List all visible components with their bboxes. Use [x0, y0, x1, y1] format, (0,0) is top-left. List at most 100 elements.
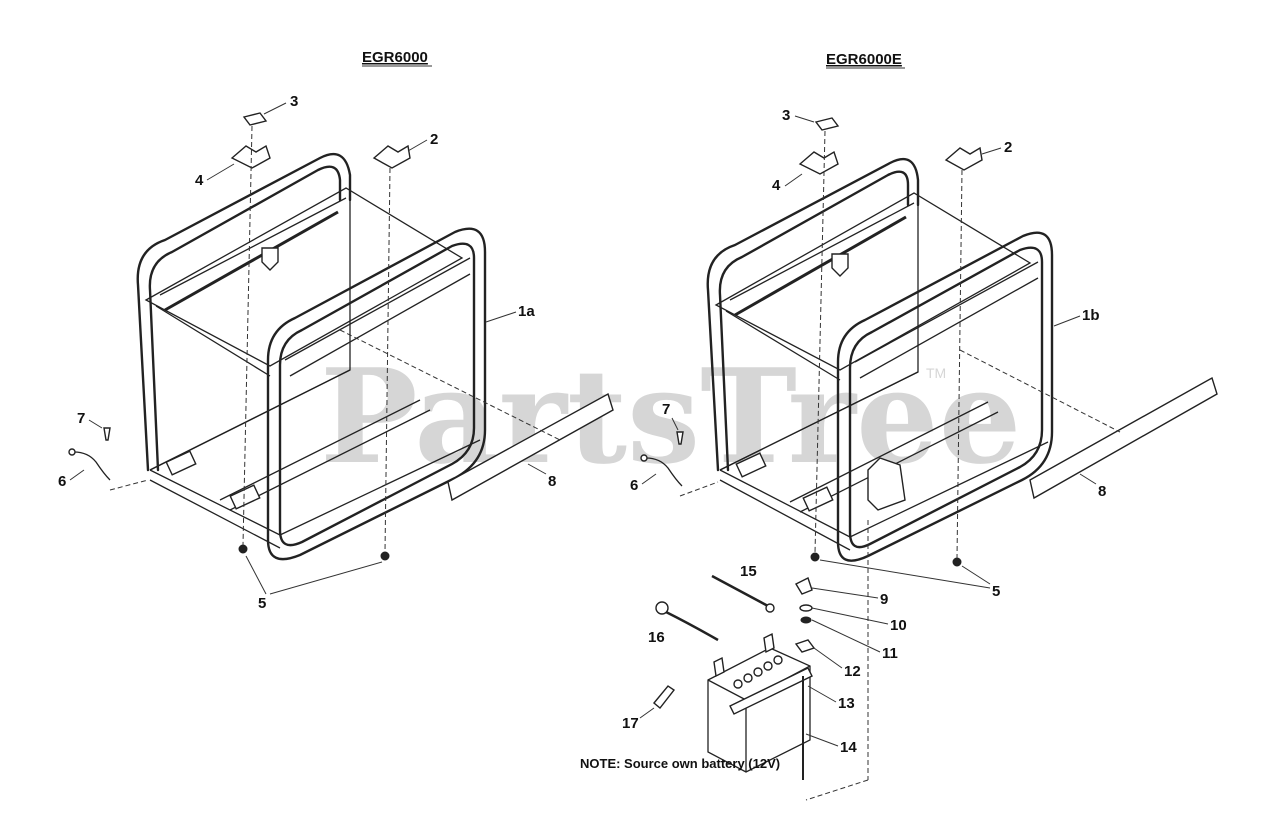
right-frame-back-loop [706, 157, 920, 472]
right-leader-5a [819, 559, 991, 589]
left-align-line-a [242, 125, 253, 546]
right-base [719, 371, 1049, 551]
watermark-text: PartsTree [320, 340, 1021, 493]
right-align-line-6 [679, 481, 719, 497]
right-mount-foot-1 [735, 452, 767, 478]
right-align-line-a [814, 130, 826, 554]
left-callout-4: 4 [195, 172, 204, 189]
right-callout-11: 11 [882, 645, 898, 662]
right-part-16-boot [655, 601, 669, 615]
right-callout-15: 15 [740, 563, 757, 580]
battery-cell-1 [733, 679, 743, 689]
right-top-bracket [831, 253, 849, 277]
right-leader-11 [811, 619, 881, 653]
right-mount-foot-2 [802, 486, 834, 512]
right-leader-4 [784, 173, 803, 187]
right-callout-13: 13 [838, 695, 855, 712]
right-callout-17: 17 [622, 715, 639, 732]
left-frame-assembly [136, 152, 487, 561]
right-top-crossbar [734, 215, 907, 317]
left-leader-5a [245, 555, 267, 595]
left-callouts: 3 2 4 1a 7 6 8 5 [58, 93, 556, 612]
battery-cell-3 [753, 667, 763, 677]
left-part-5-nut-a [238, 544, 248, 554]
left-frame-back-loop [136, 152, 352, 472]
battery-note: NOTE: Source own battery (12V) [580, 756, 780, 771]
right-align-line-b [956, 169, 963, 559]
right-align-line-8 [959, 349, 1121, 433]
battery-terminal-pos [763, 632, 775, 654]
right-part-15-cable [711, 574, 769, 608]
left-base [149, 369, 481, 549]
left-leader-5b [269, 561, 383, 595]
left-leader-8 [527, 463, 547, 475]
left-part-6-cable [73, 451, 111, 481]
left-top-rail [144, 187, 464, 367]
right-leader-14 [805, 733, 839, 747]
right-leader-17 [639, 707, 655, 719]
left-align-line-b [384, 167, 391, 553]
right-part-6-cable [645, 457, 683, 487]
right-leader-12 [813, 647, 843, 669]
left-frame-back-loop-inner [148, 165, 342, 472]
right-callout-8: 8 [1098, 483, 1106, 500]
right-part-9-wingnut [795, 577, 813, 595]
left-model-title: EGR6000 [362, 49, 428, 66]
right-callout-6: 6 [630, 477, 638, 494]
battery-assembly [653, 574, 816, 780]
right-frame-back-loop-inner [718, 170, 910, 472]
right-part-12-plate [794, 639, 816, 653]
left-part-4-isolator [230, 144, 271, 169]
left-align-line-6 [109, 479, 149, 491]
right-part-5-nut-b [952, 557, 962, 567]
right-part-15-end [765, 603, 775, 613]
left-part-8-strip [447, 392, 614, 502]
right-callout-2: 2 [1004, 139, 1012, 156]
right-part-3-plate [814, 117, 840, 131]
battery-terminal-neg [713, 656, 725, 678]
right-part-17-tag [653, 685, 676, 710]
right-callout-9: 9 [880, 591, 888, 608]
left-hardware [68, 112, 614, 561]
left-callout-5: 5 [258, 595, 266, 612]
watermark-tm: TM [926, 365, 946, 381]
right-callout-14: 14 [840, 739, 857, 756]
left-leader-4 [206, 163, 235, 181]
right-callouts: 3 2 4 1b 7 6 8 5 15 9 10 16 11 12 13 17 … [622, 107, 1106, 756]
right-leader-5b [961, 565, 991, 585]
right-leader-10 [811, 607, 889, 625]
right-frame-front-loop-inner [848, 246, 1044, 549]
battery-cell-5 [773, 655, 783, 665]
right-align-line-battery-2 [805, 779, 869, 801]
right-part-10-washer [799, 604, 813, 612]
left-leader-3 [263, 102, 287, 115]
right-leader-13 [807, 685, 837, 703]
right-callout-12: 12 [844, 663, 861, 680]
left-frame-front-loop-inner [278, 242, 476, 547]
right-part-4-isolator [798, 150, 839, 175]
right-callout-10: 10 [890, 617, 907, 634]
right-callout-1b: 1b [1082, 307, 1100, 324]
right-leader-1b [1053, 315, 1081, 327]
left-callout-1a: 1a [518, 303, 535, 320]
right-part-16-cable [665, 610, 719, 642]
left-part-5-nut-b [380, 551, 390, 561]
right-callout-5: 5 [992, 583, 1000, 600]
right-model-title: EGR6000E [826, 51, 902, 68]
left-part-6-terminal [68, 448, 76, 456]
right-part-11-lockwasher [800, 616, 812, 624]
right-callout-4: 4 [772, 177, 781, 194]
left-callout-7: 7 [77, 410, 85, 427]
right-part-2-isolator [944, 146, 983, 171]
right-leader-3 [794, 115, 815, 123]
left-mount-foot-2 [229, 484, 261, 510]
left-frame-front-loop [266, 227, 487, 561]
left-mount-foot-1 [165, 450, 197, 476]
right-front-rail [854, 261, 1039, 379]
right-leader-6 [641, 473, 657, 485]
right-base-crossmember [789, 401, 999, 513]
right-leader-9 [811, 587, 879, 599]
right-leader-2 [981, 147, 1002, 155]
right-part-13-clamp [729, 667, 813, 715]
right-part-6-terminal [640, 454, 648, 462]
